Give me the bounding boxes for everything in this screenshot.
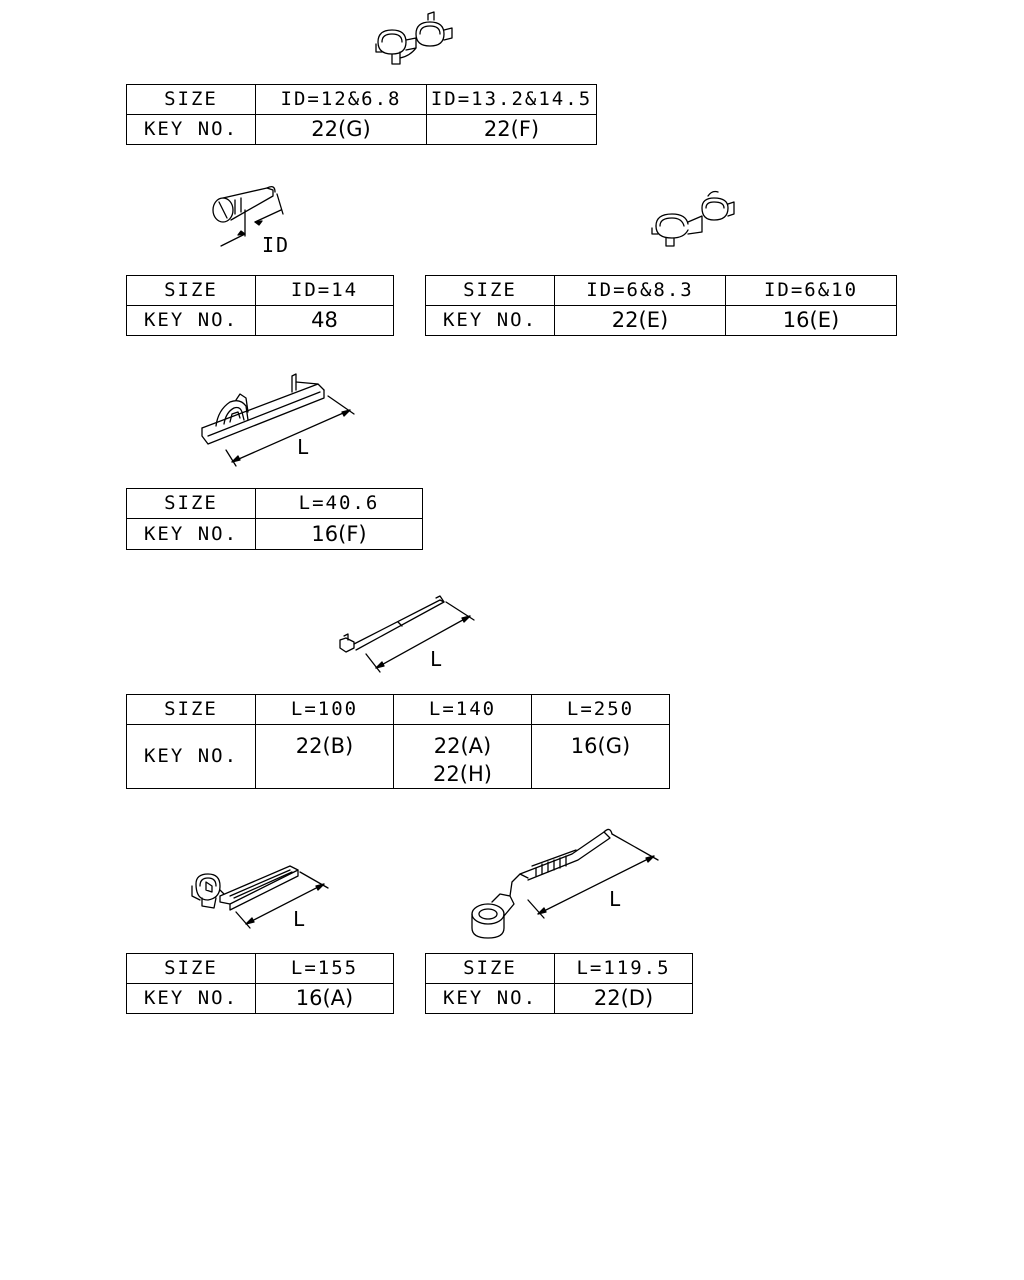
size-header-cell: SIZE (126, 84, 256, 115)
size-value-cell: ID=6&8.3 (554, 275, 726, 306)
length-dimension-label: L (293, 907, 308, 931)
size-header-cell: SIZE (425, 275, 555, 306)
key-no-header-cell: KEY NO. (126, 305, 256, 336)
length-dimension-label: L (430, 647, 445, 671)
spec-table-edge-clip: SIZE L=40.6 KEY NO. 16(F) (126, 488, 423, 550)
key-no-value: 22(B) (295, 734, 354, 758)
key-no-value-cell: 22(G) (255, 114, 427, 145)
key-no-value-cell: 22(D) (554, 983, 693, 1014)
size-value-cell: ID=13.2&14.5 (426, 84, 597, 115)
key-no-header-cell: KEY NO. (126, 114, 256, 145)
key-no-value-cell: 16(E) (725, 305, 897, 336)
spec-table-tie-with-ring: SIZE L=119.5 KEY NO. 22(D) (425, 953, 693, 1014)
key-no-value-cell: 48 (255, 305, 394, 336)
size-header-cell: SIZE (126, 953, 256, 984)
size-header-cell: SIZE (425, 953, 555, 984)
key-no-header-cell: KEY NO. (126, 724, 256, 789)
size-value-cell: L=140 (393, 694, 532, 725)
size-header-cell: SIZE (126, 275, 256, 306)
tie-with-ring-illustration (466, 822, 662, 940)
round-clip-illustration (205, 180, 295, 250)
size-value-cell: ID=14 (255, 275, 394, 306)
key-no-value: 22(A) (433, 734, 492, 758)
edge-clip-illustration (196, 370, 356, 470)
length-dimension-label: L (609, 887, 624, 911)
twin-clip-illustration (370, 8, 460, 72)
key-no-header-cell: KEY NO. (126, 518, 256, 550)
key-no-value-cell: 22(E) (554, 305, 726, 336)
size-value-cell: L=119.5 (554, 953, 693, 984)
spec-table-cable-tie: SIZE L=100 L=140 L=250 KEY NO. 22(B) 22(… (126, 694, 670, 789)
key-no-value-cell: 16(A) (255, 983, 394, 1014)
spec-table-round-clip: SIZE ID=14 KEY NO. 48 (126, 275, 394, 336)
size-value-cell: L=100 (255, 694, 394, 725)
key-no-value-cell: 16(F) (255, 518, 423, 550)
spec-table-twin-clip-top: SIZE ID=12&6.8 ID=13.2&14.5 KEY NO. 22(G… (126, 84, 597, 145)
key-no-header-cell: KEY NO. (425, 305, 555, 336)
key-no-value: 16(G) (570, 734, 631, 758)
key-no-header-cell: KEY NO. (425, 983, 555, 1014)
length-dimension-label: L (297, 435, 312, 459)
twin-clip-right-illustration (648, 188, 738, 250)
key-no-value-cell: 16(G) (531, 724, 670, 789)
size-value-cell: L=40.6 (255, 488, 423, 519)
tie-with-clip-illustration (186, 862, 328, 932)
size-header-cell: SIZE (126, 694, 256, 725)
spec-table-twin-clip-right: SIZE ID=6&8.3 ID=6&10 KEY NO. 22(E) 16(E… (425, 275, 897, 336)
size-value-cell: L=250 (531, 694, 670, 725)
key-no-value: 22(H) (433, 762, 492, 786)
size-value-cell: ID=6&10 (725, 275, 897, 306)
key-no-header-cell: KEY NO. (126, 983, 256, 1014)
key-no-value-cell: 22(B) (255, 724, 394, 789)
size-value-cell: L=155 (255, 953, 394, 984)
cable-tie-illustration (336, 592, 476, 674)
size-value-cell: ID=12&6.8 (255, 84, 427, 115)
id-dimension-label: ID (262, 233, 291, 257)
spec-table-tie-with-clip: SIZE L=155 KEY NO. 16(A) (126, 953, 394, 1014)
size-header-cell: SIZE (126, 488, 256, 519)
key-no-value-cell: 22(A) 22(H) (393, 724, 532, 789)
key-no-value-cell: 22(F) (426, 114, 597, 145)
